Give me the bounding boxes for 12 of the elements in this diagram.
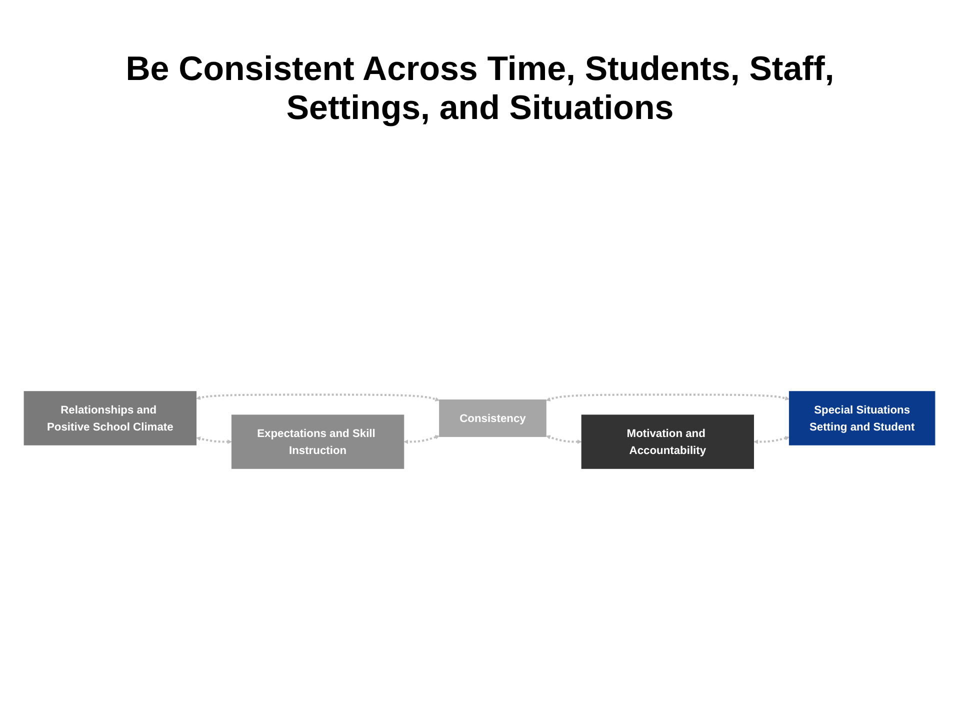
node-box: Motivation and Accountability — [581, 414, 754, 469]
arrow — [404, 435, 440, 444]
node-box: Consistency — [439, 399, 546, 437]
node-box: Special Situations Setting and Student — [788, 391, 936, 446]
arrow — [196, 436, 232, 444]
arrow — [754, 436, 790, 444]
node-box: Relationships and Positive School Climate — [24, 391, 196, 446]
arrow — [546, 435, 582, 444]
arrow — [196, 394, 440, 402]
arrow — [546, 394, 790, 402]
node-box: Expectations and Skill Instruction — [231, 414, 404, 469]
slide-title: Be Consistent Across Time, Students, Staff, Settings, and Situations — [124, 50, 836, 128]
